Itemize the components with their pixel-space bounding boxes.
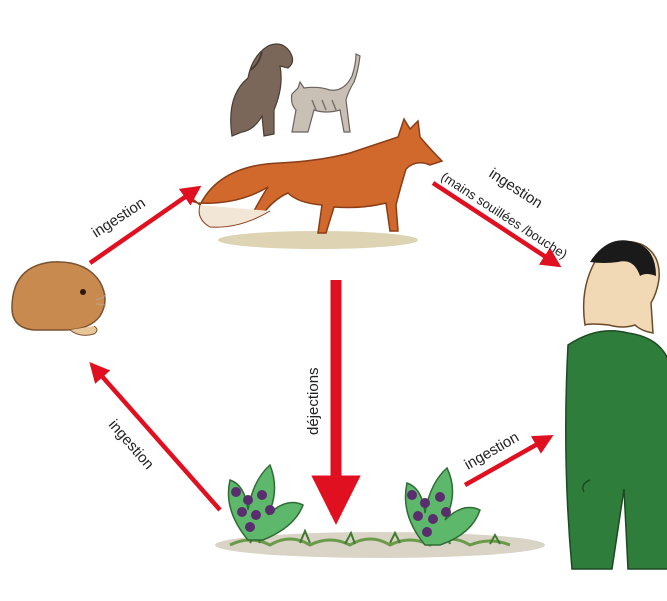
berry-plant-icon	[405, 468, 480, 545]
berry-plant-icon	[228, 465, 303, 540]
arrow-plants-to-rodent	[92, 365, 220, 510]
fox-icon	[186, 119, 442, 249]
human-icon	[566, 240, 667, 569]
dog-icon	[231, 44, 293, 136]
label-droppings: déjections	[305, 367, 322, 435]
label-plants-to-human: ingestion	[462, 429, 523, 474]
label-plants-to-rodent: ingestion	[105, 416, 157, 472]
cat-icon	[292, 54, 361, 132]
rodent-icon	[12, 262, 106, 336]
label-rodent-to-fox: ingestion	[89, 194, 149, 241]
